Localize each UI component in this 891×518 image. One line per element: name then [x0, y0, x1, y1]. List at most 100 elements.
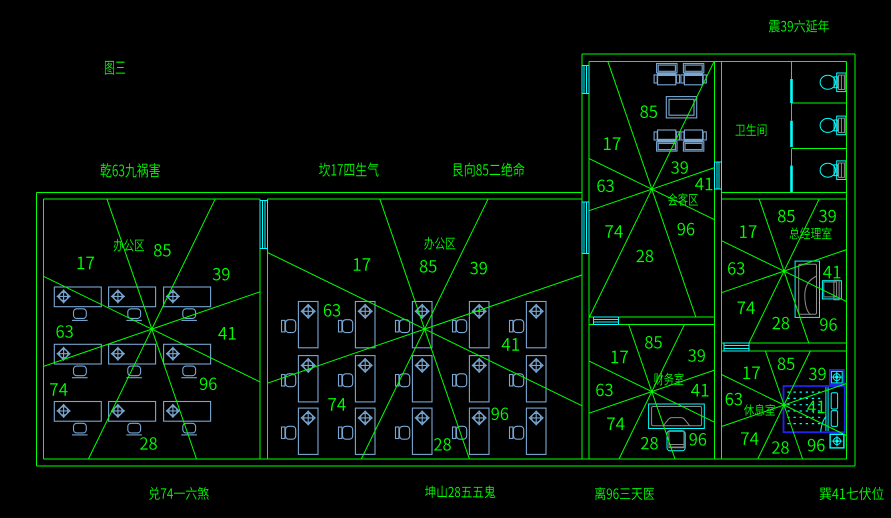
sector-number-finance-room-74: [607, 417, 625, 431]
glyph: [367, 162, 379, 177]
glyph: [443, 438, 451, 451]
desk-with-chair: [508, 407, 547, 455]
desk-with-chair: [337, 300, 376, 349]
glyph: [323, 304, 332, 317]
desk: [53, 286, 102, 308]
sector-number-manager-room-74: [737, 301, 755, 315]
sector-number-meeting-room-74: [605, 225, 623, 238]
armchair-cushion-bar: [657, 72, 676, 76]
sector-number-finance-room-85: [645, 336, 662, 349]
glyph: [781, 316, 790, 330]
sector-number-manager-room-41: [823, 265, 841, 279]
glyph: [789, 227, 800, 240]
desk: [108, 400, 157, 422]
sector-number-office-middle-96: [491, 407, 509, 421]
glyph: [476, 164, 482, 176]
pillow: [830, 392, 839, 410]
glyph: [337, 398, 346, 411]
toilet-seat: [833, 76, 839, 89]
chair: [455, 425, 468, 440]
glyph: [212, 267, 221, 281]
glyph: [606, 179, 614, 193]
desk-with-chair: [280, 300, 319, 349]
desk-cross-icon: [110, 346, 125, 361]
glyph: [619, 488, 631, 500]
finance-desk-chair-recess: [662, 417, 690, 427]
chair-back: [280, 426, 286, 440]
blanket-fold: [820, 416, 827, 432]
glyph: [746, 301, 755, 315]
desk-cross-icon: [528, 358, 544, 373]
glyph: [337, 164, 343, 176]
desk-with-chair: [163, 343, 212, 379]
glyph: [734, 392, 742, 406]
desk-cross-icon: [110, 289, 125, 304]
glyph: [649, 105, 658, 118]
desk: [468, 407, 490, 455]
text-layer: [50, 19, 884, 501]
glyph: [611, 350, 619, 364]
sector-number-manager-room-39: [819, 209, 836, 223]
glyph: [777, 357, 786, 371]
desk: [108, 286, 157, 308]
desk-with-chair: [108, 286, 157, 321]
glyph: [752, 366, 760, 380]
sector-number-office-left-39: [212, 267, 230, 281]
room-label-office-left: [113, 238, 145, 252]
sector-number-meeting-room-17: [603, 137, 621, 150]
sector-number-office-left-17: [77, 256, 95, 270]
toilet-seat: [833, 164, 839, 177]
desk-with-chair: [53, 286, 102, 321]
desk: [163, 400, 212, 422]
chair: [341, 319, 354, 334]
desk-cross-icon: [471, 303, 487, 319]
desk-with-chair: [451, 407, 490, 455]
desk-cross-icon: [56, 403, 71, 418]
desk-with-chair: [163, 400, 212, 436]
sector-number-meeting-room-96: [677, 222, 695, 236]
glyph: [489, 164, 501, 176]
chair-back: [280, 373, 286, 387]
glyph: [674, 372, 684, 386]
glyph: [167, 488, 173, 499]
glyph: [757, 123, 767, 137]
sector-number-office-left-74: [50, 383, 68, 396]
chair: [72, 422, 87, 434]
glyph: [615, 417, 625, 431]
toilet-bowl: [819, 117, 836, 133]
desk-cross-icon: [471, 358, 487, 373]
glyph: [606, 488, 612, 500]
glyph: [501, 162, 513, 177]
glyph: [781, 441, 789, 454]
glyph: [725, 392, 734, 406]
armchair-armrest: [680, 74, 685, 84]
sector-number-rest-room-28: [771, 441, 789, 454]
star-rays-layer: [43, 61, 847, 460]
manager-desk: [794, 260, 820, 318]
sector-number-manager-room-85: [777, 209, 795, 223]
desk-cross-icon: [110, 403, 125, 418]
glyph: [680, 161, 688, 174]
glyph: [810, 228, 821, 240]
desk-cross-icon: [414, 358, 430, 373]
desk-cross-icon: [357, 410, 373, 426]
glyph: [454, 486, 461, 498]
finance-chair: [666, 430, 686, 452]
sector-number-finance-room-39: [688, 349, 705, 362]
glyph: [678, 193, 688, 206]
label-kun-sw: [425, 485, 496, 499]
sector-number-meeting-room-41: [695, 177, 713, 191]
label-gen-ne: [453, 162, 525, 177]
sector-number-office-left-85: [153, 244, 171, 257]
glyph: [162, 244, 171, 257]
sector-number-rest-room-96: [807, 438, 825, 452]
chair: [127, 422, 142, 434]
glyph: [149, 162, 160, 178]
door-meeting-finance: [592, 316, 619, 325]
armchair-cushion-bar: [684, 72, 703, 76]
toilet-seat: [833, 119, 839, 132]
room-label-office-middle: [424, 236, 456, 250]
desk-with-chair: [451, 355, 490, 403]
sector-number-meeting-room-39: [671, 161, 688, 174]
